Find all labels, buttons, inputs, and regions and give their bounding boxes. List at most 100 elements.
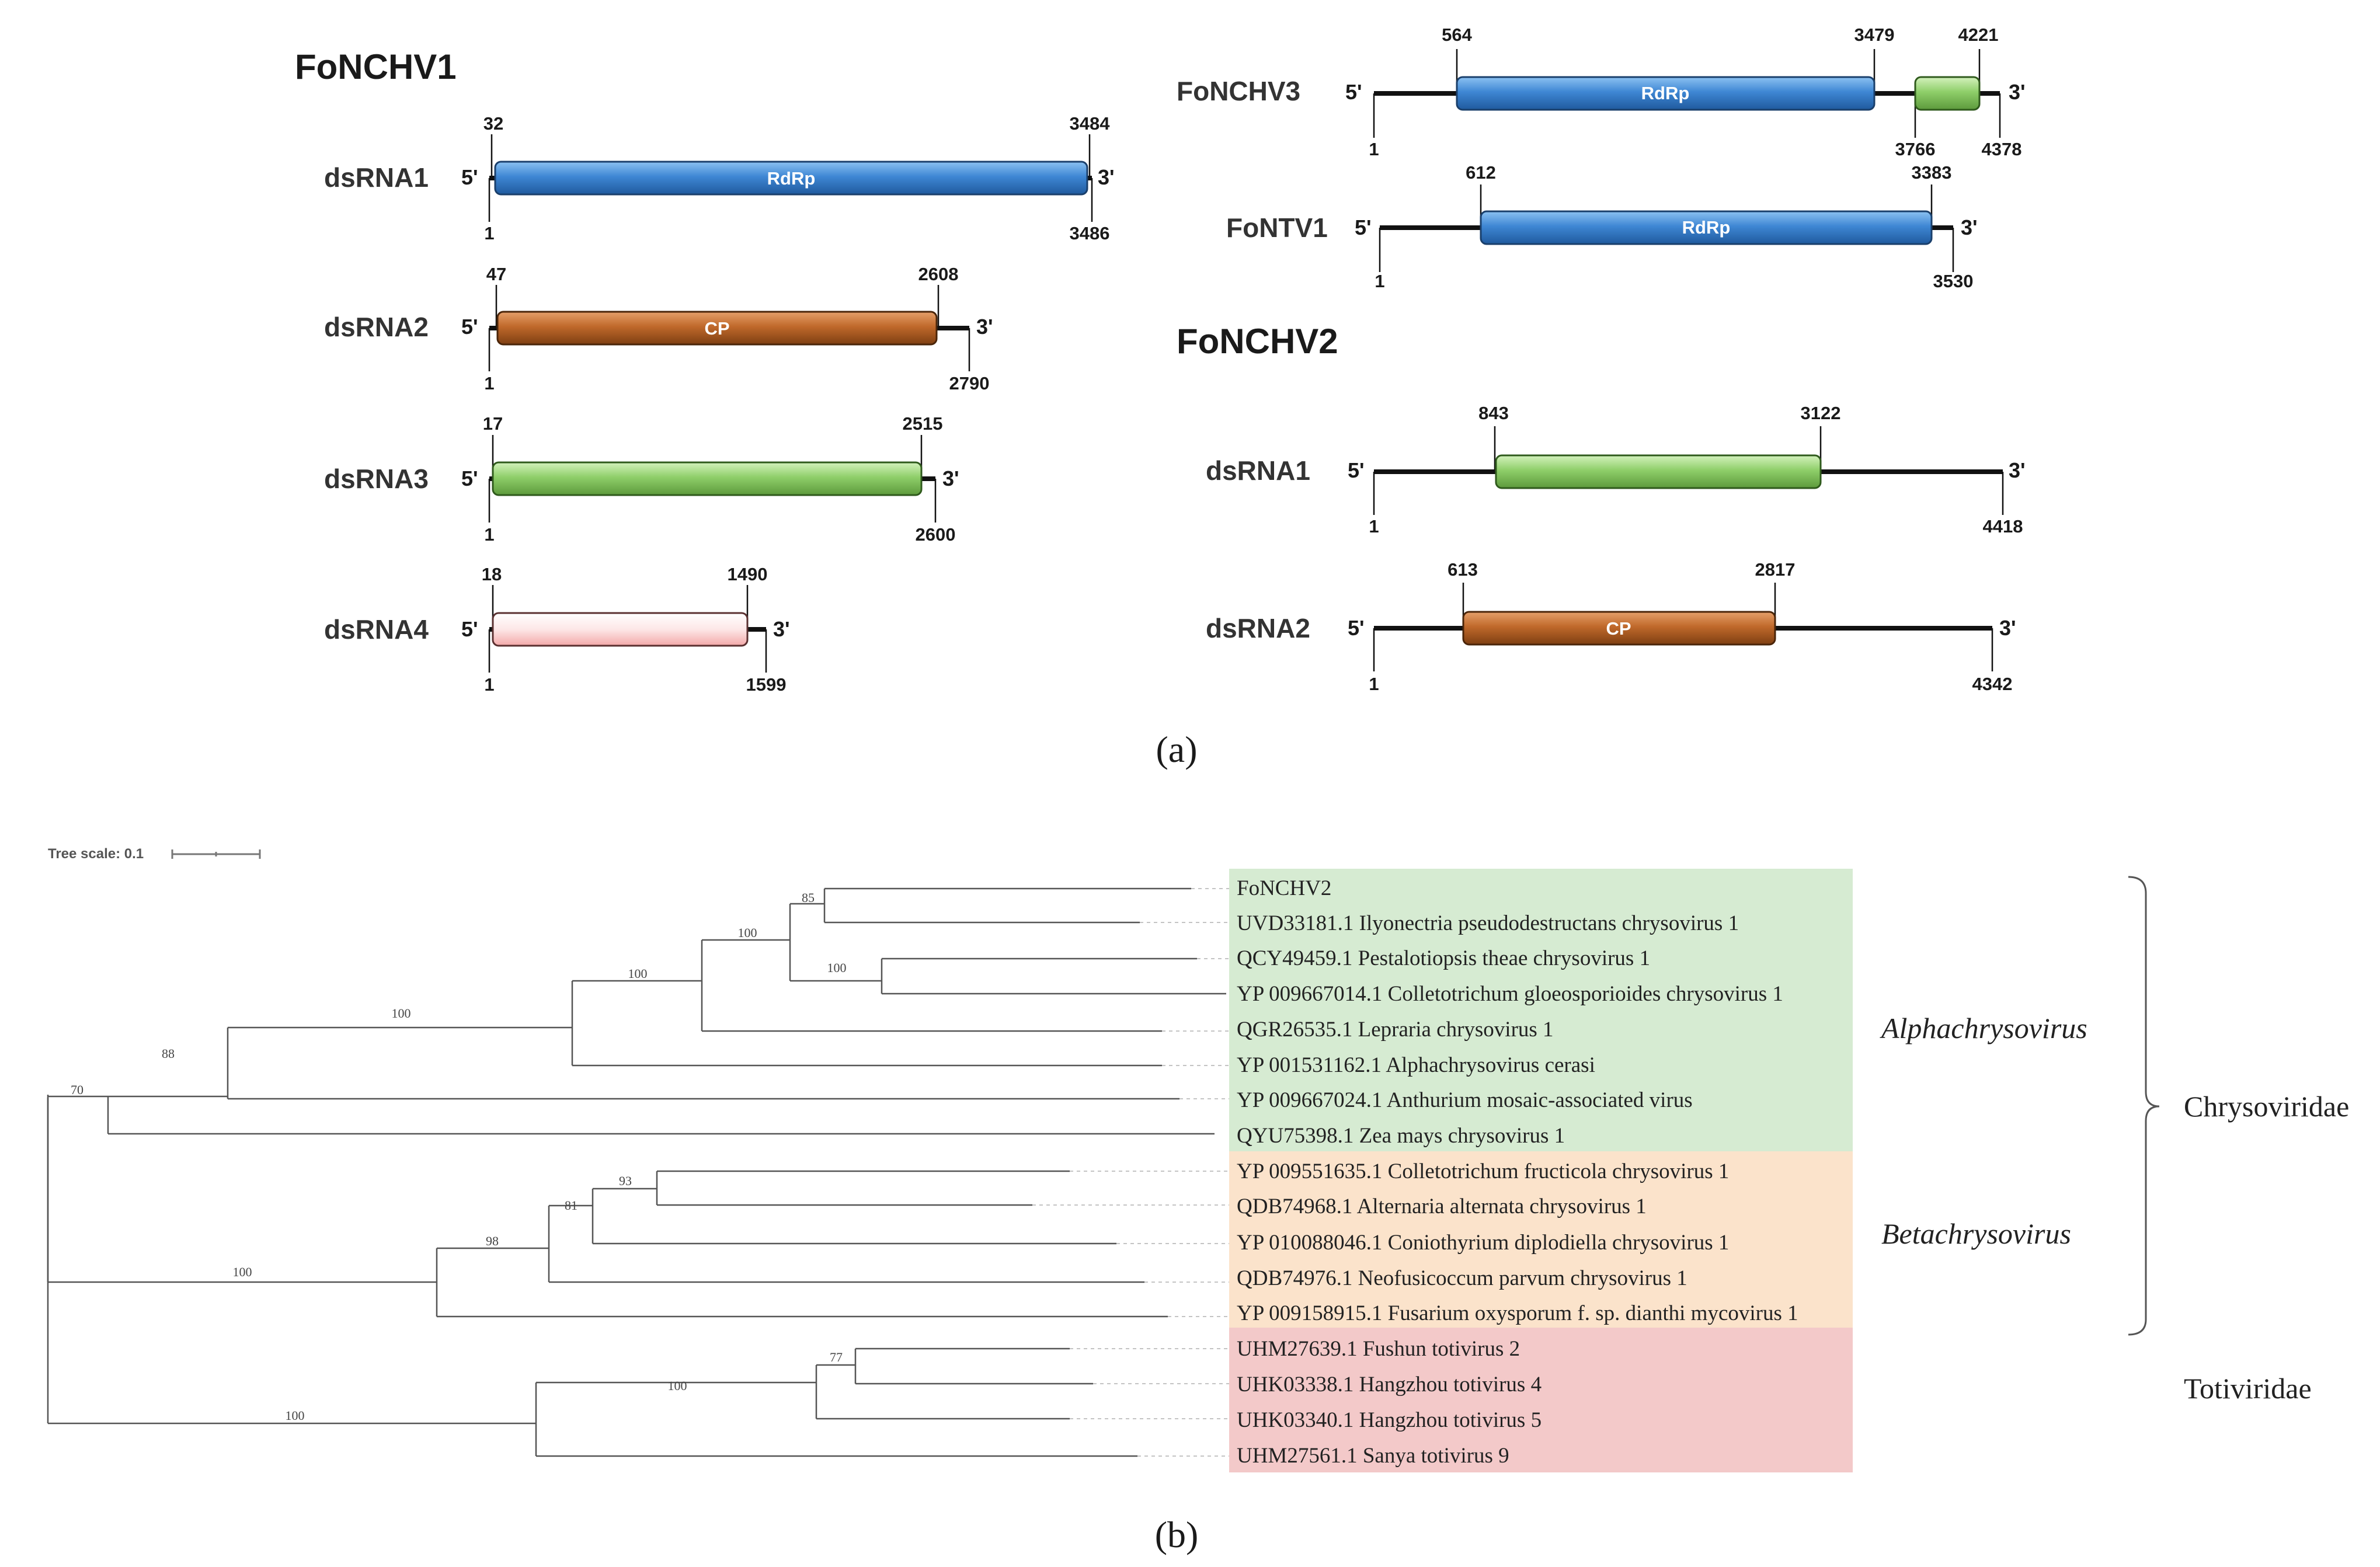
fonchv2-dsrna2: dsRNA2 5' CP 3' 613 2817 1 4342 xyxy=(1206,559,2016,694)
branch xyxy=(701,939,1162,1032)
five-prime-label: 5' xyxy=(1345,80,1362,104)
five-prime-label: 5' xyxy=(461,165,478,189)
three-prime-label: 3' xyxy=(1961,215,1978,239)
bootstrap-values: 85 100 100 100 100 88 70 93 81 98 100 77… xyxy=(71,890,847,1423)
bootstrap-value: 93 xyxy=(619,1173,632,1188)
taxon-label: QYU75398.1 Zea mays chrysovirus 1 xyxy=(1237,1124,1565,1148)
five-prime-label: 5' xyxy=(1348,616,1365,640)
branch xyxy=(48,1422,536,1425)
five-prime-label: 5' xyxy=(461,466,478,490)
bootstrap-value: 100 xyxy=(628,966,648,981)
segment-label: dsRNA2 xyxy=(324,312,429,342)
orf-label: RdRp xyxy=(767,168,816,189)
bootstrap-value: 100 xyxy=(827,960,847,975)
cp-orf-box xyxy=(496,311,938,346)
orf-start-number: 18 xyxy=(482,564,502,584)
fonchv1-dsrna2: dsRNA2 5' CP 3' 47 2608 1 2790 xyxy=(324,264,993,394)
start-number: 1 xyxy=(484,373,494,394)
branch xyxy=(535,1381,1137,1457)
three-prime-label: 3' xyxy=(942,466,959,490)
panel-a: FoNCHV1 dsRNA1 5' RdRp 3' 32 3484 1 3486… xyxy=(295,25,2026,770)
bootstrap-value: 85 xyxy=(802,890,815,905)
branch xyxy=(591,1188,1116,1245)
orf-start-number: 17 xyxy=(483,413,503,434)
taxon-label: YP 009551635.1 Colletotrichum fructicola… xyxy=(1237,1159,1729,1183)
alphachrysovirus-background xyxy=(1229,869,1853,1151)
five-prime-label: 5' xyxy=(1348,458,1365,482)
orf-end-number: 1490 xyxy=(728,564,768,584)
three-prime-label: 3' xyxy=(1098,165,1115,189)
tip-leaders xyxy=(1032,888,1229,1457)
fonchv3: FoNCHV3 5' RdRp 3' 564 3479 4221 1 3766 … xyxy=(1177,25,2026,159)
three-prime-label: 3' xyxy=(2009,80,2026,104)
fonchv1-dsrna4: dsRNA4 5' 3' 18 1490 1 1599 xyxy=(324,564,790,695)
panel-a-caption: (a) xyxy=(1156,729,1197,770)
fonchv1-dsrna3: dsRNA3 5' 3' 17 2515 1 2600 xyxy=(324,413,959,545)
branch xyxy=(107,1095,1215,1135)
orf-label: CP xyxy=(1606,618,1631,639)
five-prime-label: 5' xyxy=(1355,215,1372,239)
end-number: 3486 xyxy=(1070,223,1110,243)
five-prime-label: 5' xyxy=(461,315,478,339)
three-prime-label: 3' xyxy=(773,617,790,641)
fontv1: FoNTV1 5' RdRp 3' 612 3383 1 3530 xyxy=(1226,162,1978,291)
taxon-label: YP 009667014.1 Colletotrichum gloeospori… xyxy=(1237,982,1783,1006)
taxon-label: YP 001531162.1 Alphachrysovirus cerasi xyxy=(1237,1053,1595,1077)
bootstrap-value: 100 xyxy=(392,1006,411,1021)
start-number: 1 xyxy=(484,674,494,695)
taxon-label: YP 010088046.1 Coniothyrium diplodiella … xyxy=(1237,1231,1729,1255)
family-brace xyxy=(2128,876,2160,1336)
orf-start-number: 32 xyxy=(483,113,503,134)
taxon-label: YP 009667024.1 Anthurium mosaic-associat… xyxy=(1237,1088,1693,1112)
branch xyxy=(881,957,1226,995)
end-number: 4342 xyxy=(1972,674,2013,694)
fonchv1-dsrna1: dsRNA1 5' RdRp 3' 32 3484 1 3486 xyxy=(324,113,1115,243)
bootstrap-value: 81 xyxy=(565,1198,577,1213)
bootstrap-value: 100 xyxy=(233,1265,252,1279)
end-number: 2600 xyxy=(916,524,956,545)
fonchv1-title: FoNCHV1 xyxy=(295,47,457,86)
bootstrap-value: 98 xyxy=(486,1234,499,1248)
rdrp-orf-box xyxy=(1480,210,1933,245)
segment-label: dsRNA2 xyxy=(1206,613,1310,643)
start-number: 1 xyxy=(1375,271,1384,291)
bootstrap-value: 88 xyxy=(162,1046,175,1061)
end-number: 4378 xyxy=(1982,139,2022,159)
segment-label: dsRNA3 xyxy=(324,464,429,494)
bootstrap-value: 100 xyxy=(668,1378,687,1393)
orf-end-number: 3479 xyxy=(1854,25,1895,45)
orf2-end-number: 4221 xyxy=(1958,25,1999,45)
family-label-chrysoviridae: Chrysoviridae xyxy=(2184,1090,2349,1123)
start-number: 1 xyxy=(484,223,494,243)
taxon-label: UHK03338.1 Hangzhou totivirus 4 xyxy=(1237,1373,1542,1397)
orf-end-number: 2817 xyxy=(1755,559,1796,580)
start-number: 1 xyxy=(1369,139,1379,159)
end-number: 2790 xyxy=(949,373,990,394)
genus-label-betachrysovirus: Betachrysovirus xyxy=(1881,1217,2071,1250)
orf-start-number: 843 xyxy=(1478,403,1509,423)
orf-end-number: 2515 xyxy=(903,413,943,434)
start-number: 1 xyxy=(1369,516,1379,537)
start-number: 1 xyxy=(1369,674,1379,694)
family-label-totiviridae: Totiviridae xyxy=(2184,1372,2312,1405)
orf-label: RdRp xyxy=(1641,83,1690,103)
branch xyxy=(789,903,882,982)
branch xyxy=(47,1095,437,1283)
orf-label: RdRp xyxy=(1682,217,1731,238)
segment-label: dsRNA1 xyxy=(324,162,429,193)
betachrysovirus-background xyxy=(1229,1151,1853,1328)
branch xyxy=(571,980,1162,1067)
orf2-start-number: 3766 xyxy=(1895,139,1936,159)
end-number: 4418 xyxy=(1983,516,2023,537)
orf-start-number: 47 xyxy=(486,264,506,284)
genus-label-alphachrysovirus: Alphachrysovirus xyxy=(1880,1012,2087,1044)
segment-label: FoNCHV3 xyxy=(1177,76,1300,106)
branch xyxy=(436,1247,1168,1318)
branch xyxy=(823,887,1191,924)
end-number: 1599 xyxy=(746,674,787,695)
bootstrap-value: 77 xyxy=(830,1350,843,1364)
bootstrap-value: 70 xyxy=(71,1082,83,1097)
orf-end-number: 3122 xyxy=(1801,403,1841,423)
tip-labels: FoNCHV2 UVD33181.1 Ilyonectria pseudodes… xyxy=(1237,876,1798,1468)
panel-b: Tree scale: 0.1 xyxy=(47,846,2349,1555)
